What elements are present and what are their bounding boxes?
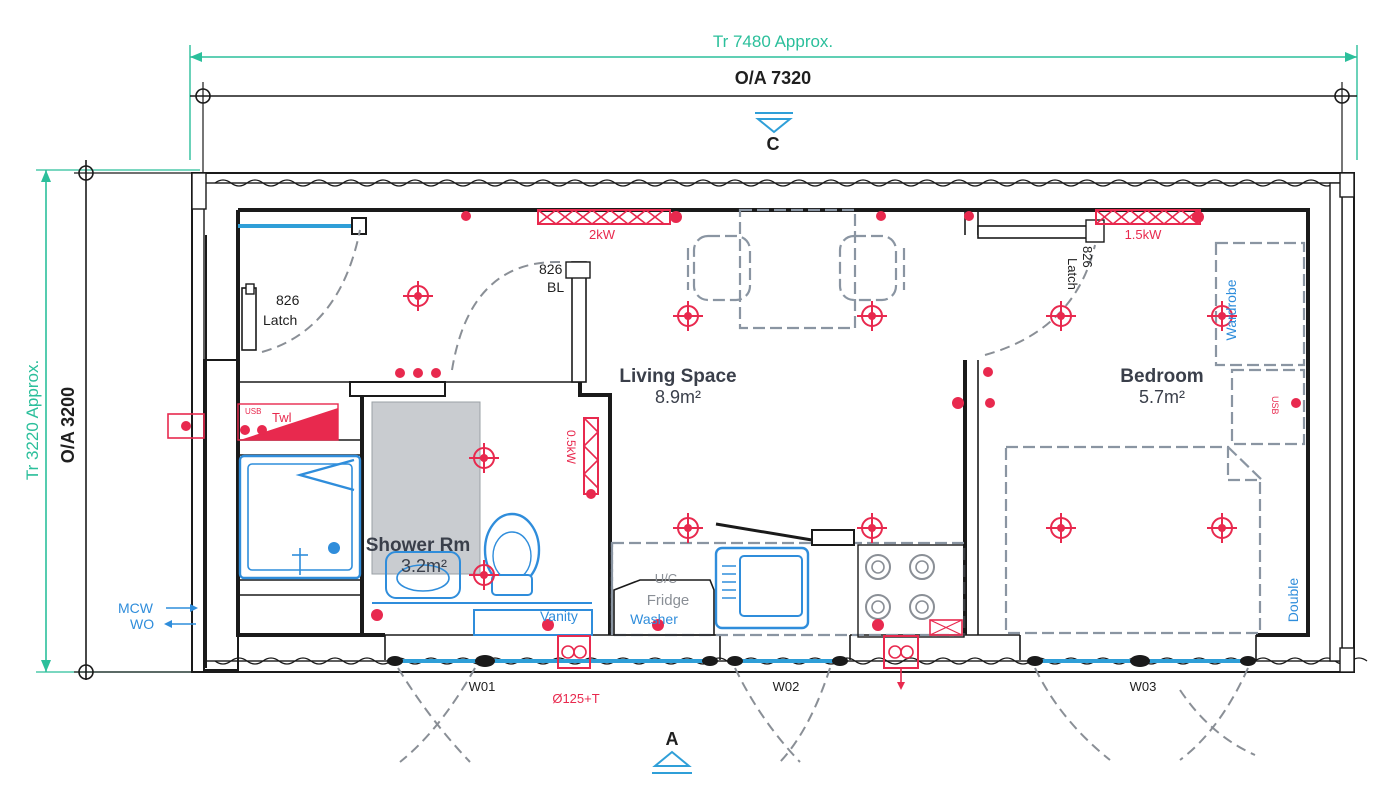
window-w02 bbox=[727, 656, 848, 666]
window-w03-label: W03 bbox=[1130, 679, 1157, 694]
window-swings bbox=[397, 667, 1256, 763]
section-marker-top bbox=[755, 112, 793, 134]
fridge bbox=[613, 579, 715, 636]
entry-door-type: Latch bbox=[263, 312, 297, 328]
mcw-arrow bbox=[166, 604, 198, 612]
flue-duct bbox=[557, 635, 591, 669]
left-black-dimension bbox=[74, 160, 200, 680]
light-point bbox=[857, 301, 887, 331]
bedroom-door-size: 826 bbox=[1080, 246, 1095, 268]
top-teal-dimension-label: Tr 7480 Approx. bbox=[713, 32, 833, 51]
light-point bbox=[1046, 301, 1076, 331]
dining-chair-left bbox=[686, 234, 752, 302]
section-marker-bottom bbox=[652, 750, 692, 774]
room-living-name: Living Space bbox=[619, 366, 736, 387]
room-shower-area: 3.2m² bbox=[401, 556, 447, 576]
external-socket bbox=[167, 413, 205, 439]
shower-grey-panel bbox=[371, 401, 481, 575]
kitchen-sink bbox=[714, 522, 813, 630]
room-bedroom-name: Bedroom bbox=[1120, 366, 1203, 387]
window-w02-label: W02 bbox=[773, 679, 800, 694]
basin bbox=[385, 551, 461, 599]
window-w01 bbox=[387, 655, 718, 667]
room-bedroom-area: 5.7m² bbox=[1139, 387, 1185, 407]
entry-door bbox=[241, 229, 361, 353]
window-w03 bbox=[1027, 655, 1256, 667]
light-point bbox=[673, 513, 703, 543]
light-point bbox=[469, 560, 499, 590]
flue-label: Ø125+T bbox=[552, 691, 599, 706]
left-teal-dimension-label: Tr 3220 Approx. bbox=[23, 360, 42, 480]
heater-bedroom bbox=[1095, 208, 1204, 226]
interior-lining bbox=[203, 208, 1310, 671]
entry-door-size: 826 bbox=[276, 292, 300, 308]
light-point bbox=[1207, 513, 1237, 543]
bed-label: Double bbox=[1285, 578, 1301, 623]
wo-label: WO bbox=[130, 616, 154, 632]
shower-door-type: BL bbox=[547, 279, 564, 295]
washer-label: Washer bbox=[630, 611, 678, 627]
kitchen-duct bbox=[883, 635, 919, 690]
top-black-dimension bbox=[190, 82, 1357, 175]
light-point bbox=[1046, 513, 1076, 543]
room-living-area: 8.9m² bbox=[655, 387, 701, 407]
toilet bbox=[483, 512, 541, 596]
light-point bbox=[673, 301, 703, 331]
wardrobe-label: Wardrobe bbox=[1223, 279, 1239, 340]
wo-arrow bbox=[164, 620, 196, 628]
dining-chair-right bbox=[838, 234, 906, 302]
top-black-dimension-label: O/A 7320 bbox=[735, 68, 811, 88]
window-top-left bbox=[238, 217, 367, 235]
shower-door bbox=[451, 260, 591, 383]
ceiling-lights bbox=[403, 281, 1237, 590]
usb-shower-label: USB bbox=[245, 407, 261, 416]
top-teal-dimension bbox=[189, 45, 1358, 160]
heater-shower bbox=[582, 417, 600, 499]
bedroom-door-type: Latch bbox=[1065, 258, 1080, 290]
light-point bbox=[857, 513, 887, 543]
light-point bbox=[403, 281, 433, 311]
bedroom-door bbox=[977, 219, 1105, 356]
heater-bedroom-label: 1.5kW bbox=[1125, 227, 1163, 242]
heater-living bbox=[537, 208, 682, 226]
shower-tray bbox=[238, 454, 362, 580]
mcw-label: MCW bbox=[118, 600, 154, 616]
light-point bbox=[1207, 301, 1237, 331]
shower-door-size: 826 bbox=[539, 261, 563, 277]
towel-rail-label: Twl bbox=[272, 410, 292, 425]
heater-shower-label: 0.5kW bbox=[564, 430, 578, 465]
light-point bbox=[469, 443, 499, 473]
vanity-unit bbox=[372, 602, 593, 636]
room-shower-name: Shower Rm bbox=[366, 535, 471, 556]
electrical-points bbox=[240, 211, 1301, 631]
heater-living-label: 2kW bbox=[589, 227, 616, 242]
vanity-label: Vanity bbox=[540, 608, 578, 624]
double-bed bbox=[1004, 445, 1263, 635]
section-marker-top-label: C bbox=[767, 134, 780, 154]
wardrobe bbox=[1214, 241, 1306, 446]
outer-walls bbox=[191, 172, 1368, 673]
fridge-label-1: U/C bbox=[655, 571, 677, 586]
fridge-label-2: Fridge bbox=[647, 592, 690, 609]
section-marker-bottom-label: A bbox=[666, 729, 679, 749]
dining-table bbox=[738, 208, 857, 330]
window-w01-label: W01 bbox=[469, 679, 496, 694]
extractor-unit bbox=[811, 529, 855, 546]
usb-bedroom-label: USB bbox=[1270, 396, 1280, 415]
left-black-dimension-label: O/A 3200 bbox=[58, 387, 78, 463]
